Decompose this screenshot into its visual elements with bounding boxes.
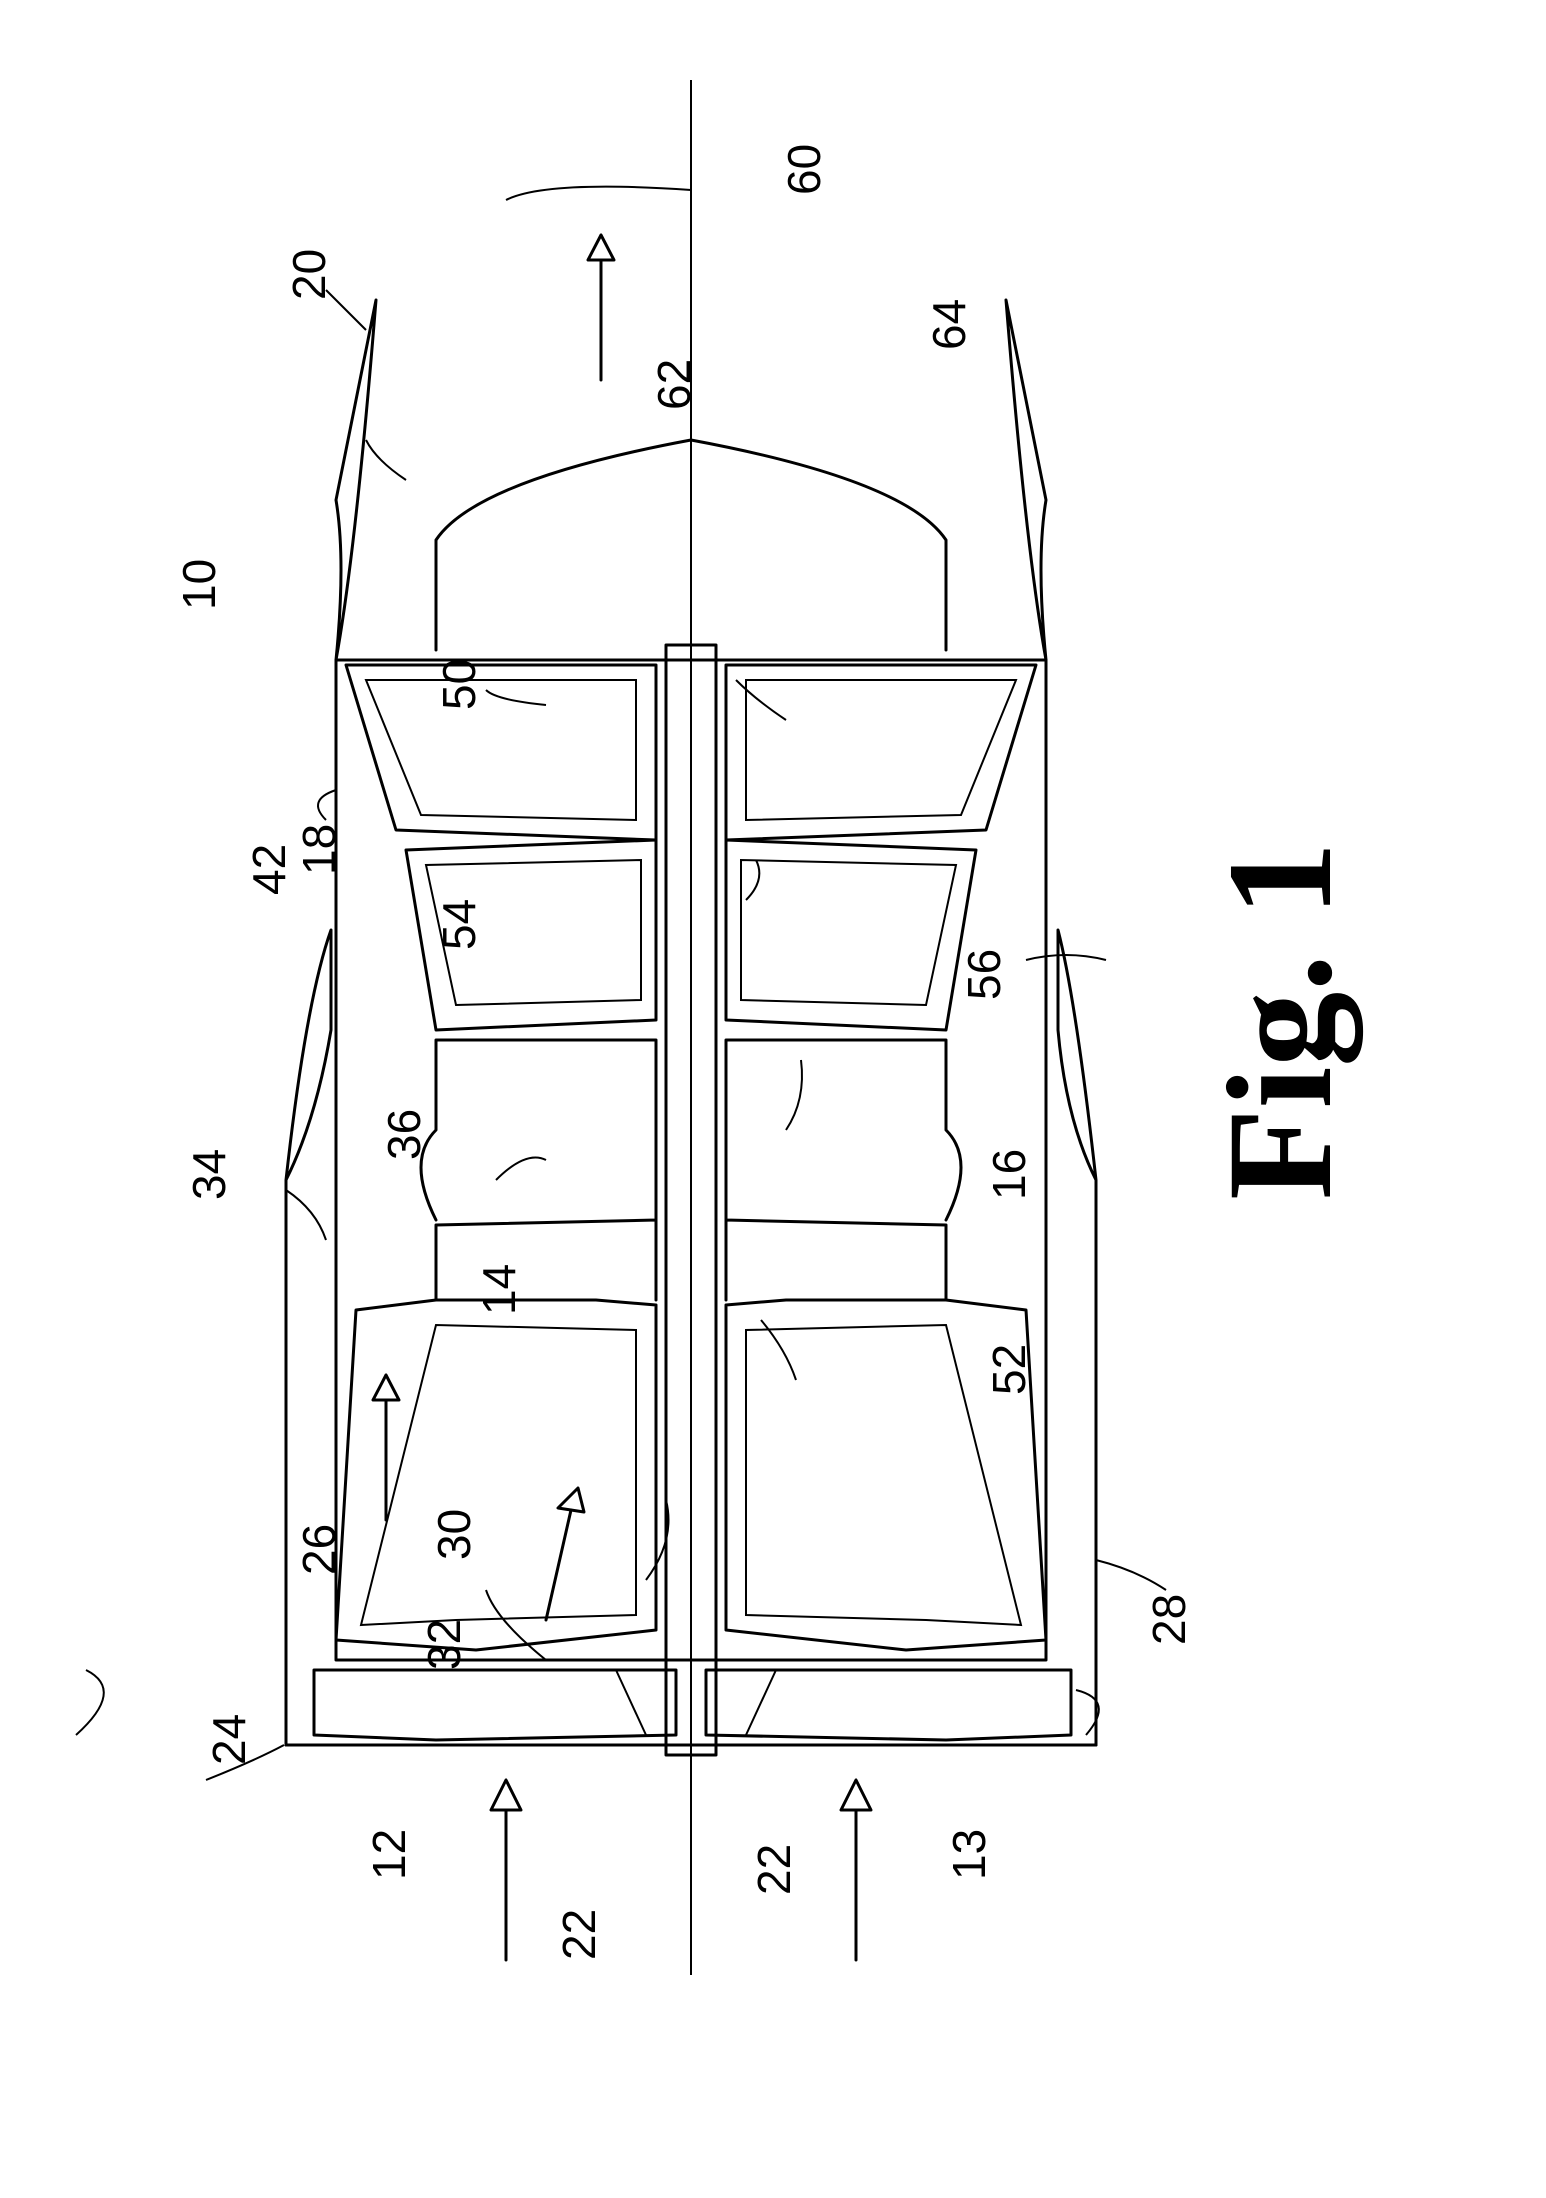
turbine-rear-upper [726, 665, 1036, 840]
label-28: 28 [1143, 1594, 1195, 1645]
label-32: 32 [418, 1619, 470, 1670]
label-64: 64 [923, 299, 975, 350]
core-flow-arrow [546, 1488, 584, 1620]
label-52: 52 [983, 1344, 1035, 1395]
exhaust-arrow [588, 235, 614, 380]
exhaust-nozzle-upper [1006, 300, 1046, 660]
label-30: 30 [428, 1509, 480, 1560]
label-60: 60 [778, 144, 830, 195]
label-36: 36 [378, 1109, 430, 1160]
compressor-lower-inner [361, 1325, 636, 1625]
fan-blade-edge-upper [746, 1670, 776, 1735]
outer-casing-lower [1058, 930, 1096, 1745]
fan-blade-edge-lower [616, 1670, 646, 1735]
label-54: 54 [433, 899, 485, 950]
label-34: 34 [183, 1149, 235, 1200]
label-12: 12 [363, 1829, 415, 1880]
turbine-rear-lower [346, 665, 656, 840]
intake-arrow-lower [841, 1780, 871, 1960]
label-50: 50 [433, 659, 485, 710]
label-56: 56 [958, 949, 1010, 1000]
outer-casing-upper [286, 930, 331, 1745]
label-20: 20 [283, 249, 335, 300]
intake-arrow-upper [491, 1780, 521, 1960]
label-16: 16 [983, 1149, 1035, 1200]
label-14: 14 [473, 1264, 525, 1315]
combustor-lower [421, 1040, 656, 1300]
turbine-rear-lower-inner [366, 680, 636, 820]
label-24: 24 [203, 1714, 255, 1765]
exhaust-nozzle-lower [336, 300, 376, 660]
label-13: 13 [943, 1829, 995, 1880]
turbine-front-upper-inner [741, 860, 956, 1005]
label-26: 26 [293, 1524, 345, 1575]
engine-drawing [76, 80, 1166, 1975]
figure-title: Fig. 1 [1197, 842, 1363, 1200]
compressor-upper-inner [746, 1325, 1021, 1625]
label-22-upper: 22 [553, 1909, 605, 1960]
label-22-lower: 22 [748, 1844, 800, 1895]
label-10: 10 [173, 559, 225, 610]
label-42: 42 [243, 844, 295, 895]
compressor-lower [336, 1300, 656, 1650]
bypass-arrow [373, 1375, 399, 1520]
combustor-upper [726, 1040, 961, 1300]
label-18: 18 [293, 824, 345, 875]
turbine-rear-upper-inner [746, 680, 1016, 820]
label-62: 62 [648, 359, 700, 410]
